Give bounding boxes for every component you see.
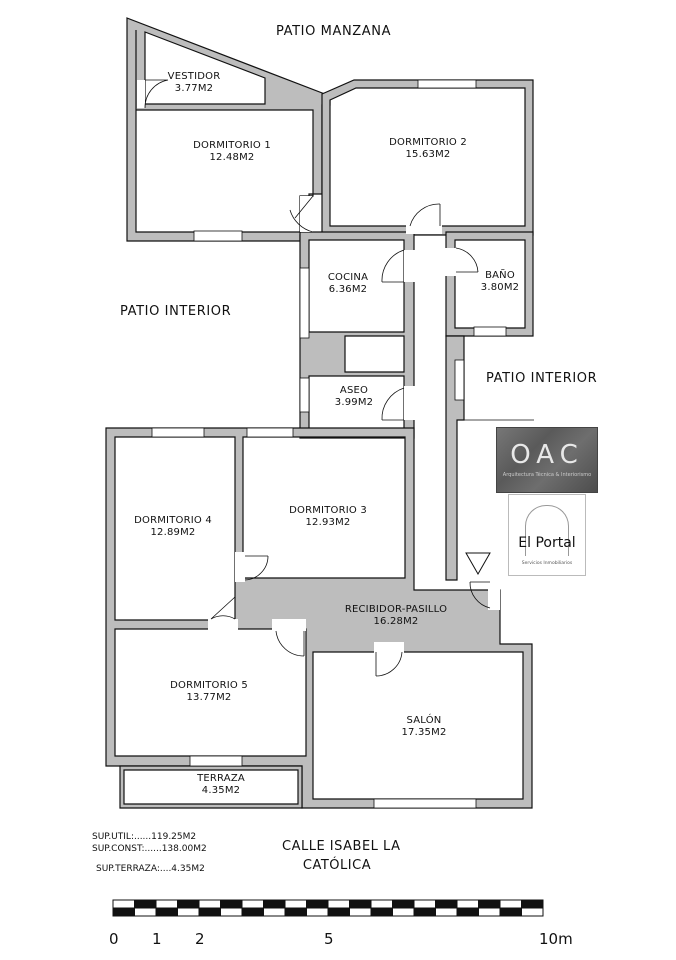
label-patio-manzana: PATIO MANZANA (276, 24, 392, 39)
wall-dormitorio2-block (321, 79, 534, 236)
window-dormitorio2 (417, 79, 477, 89)
door-bano (455, 247, 479, 273)
windows (151, 79, 507, 809)
scale-segment (306, 907, 329, 917)
scale-segment (499, 907, 522, 917)
scale-segment (198, 899, 221, 909)
wall-lower-left (105, 427, 533, 809)
arch-icon (525, 505, 569, 556)
window-patio-right (454, 359, 465, 401)
el-portal-logo: El Portal Servicios Inmobiliarios (508, 494, 586, 576)
door-entrance (469, 581, 491, 609)
patio-lines (463, 336, 534, 421)
wall-bano-block (445, 231, 534, 337)
scale-segment (155, 899, 178, 909)
summary-const: SUP.CONST:......138.00M2 (92, 844, 207, 854)
scale-segment (413, 907, 436, 917)
scale-tick-label: 5 (324, 930, 334, 948)
scale-segment (284, 899, 307, 909)
scale-segment (499, 899, 522, 909)
oac-logo: OAC Arquitectura Técnica & Interiorismo (496, 427, 598, 493)
window-salon (373, 798, 477, 809)
door-salon (375, 651, 403, 677)
scale-segment (392, 899, 415, 909)
scale-segment (263, 907, 286, 917)
wall-dormitorio1-block (126, 17, 331, 242)
window-patio-aseo (299, 377, 310, 413)
window-dormitorio3 (246, 427, 294, 438)
scale-segment (435, 907, 458, 917)
scale-segment (241, 899, 264, 909)
scale-tick-label: 10m (539, 930, 573, 948)
door-dormitorio3 (244, 555, 269, 581)
entrance-marker-icon (465, 552, 491, 576)
scale-segment (521, 899, 544, 909)
scale-segment (263, 899, 286, 909)
scale-segment (177, 907, 200, 917)
door-gaps (137, 80, 500, 654)
scale-tick-label: 1 (152, 930, 162, 948)
scale-tick-label: 2 (195, 930, 205, 948)
scale-segment (220, 899, 243, 909)
scale-segment (284, 907, 307, 917)
scale-segment (478, 899, 501, 909)
scale-segment (327, 899, 350, 909)
door-cocina (381, 249, 405, 283)
door-vestidor (144, 79, 169, 109)
scale-segment (306, 899, 329, 909)
scale-segment (134, 899, 157, 909)
scale-segment (112, 899, 135, 909)
scale-segment (456, 899, 479, 909)
scale-segment (392, 907, 415, 917)
door-dormitorio2 (409, 203, 441, 227)
scale-segment (349, 899, 372, 909)
scale-segment (155, 907, 178, 917)
door-dormitorio1 (289, 195, 314, 233)
scale-segment (349, 907, 372, 917)
street-name: CALLE ISABEL LA CATÓLICA (282, 839, 401, 873)
scale-segment (220, 907, 243, 917)
door-dormitorio4 (210, 596, 236, 620)
scale-segment (327, 907, 350, 917)
window-dormitorio1 (193, 230, 243, 242)
label-patio-interior-right: PATIO INTERIOR (486, 371, 598, 386)
door-swings (144, 79, 491, 677)
door-dormitorio5 (275, 630, 305, 657)
scale-segment (134, 907, 157, 917)
summary-util: SUP.UTIL:......119.25M2 (92, 832, 197, 842)
window-patio-cocina (299, 267, 310, 339)
scale-segment (413, 899, 436, 909)
scale-segment (478, 907, 501, 917)
scale-segment (370, 899, 393, 909)
scale-segment (456, 907, 479, 917)
scale-bar (112, 899, 544, 917)
door-aseo (381, 387, 405, 421)
scale-segment (112, 907, 135, 917)
window-bano (473, 326, 507, 337)
scale-segment (177, 899, 200, 909)
scale-segment (435, 899, 458, 909)
scale-segment (370, 907, 393, 917)
scale-tick-label: 0 (109, 930, 119, 948)
window-dormitorio4 (151, 427, 205, 438)
label-patio-interior-left: PATIO INTERIOR (120, 304, 232, 319)
scale-segment (521, 907, 544, 917)
summary-terraza: SUP.TERRAZA:....4.35M2 (96, 864, 205, 874)
scale-segment (241, 907, 264, 917)
scale-segment (198, 907, 221, 917)
window-dormitorio5 (189, 755, 243, 767)
